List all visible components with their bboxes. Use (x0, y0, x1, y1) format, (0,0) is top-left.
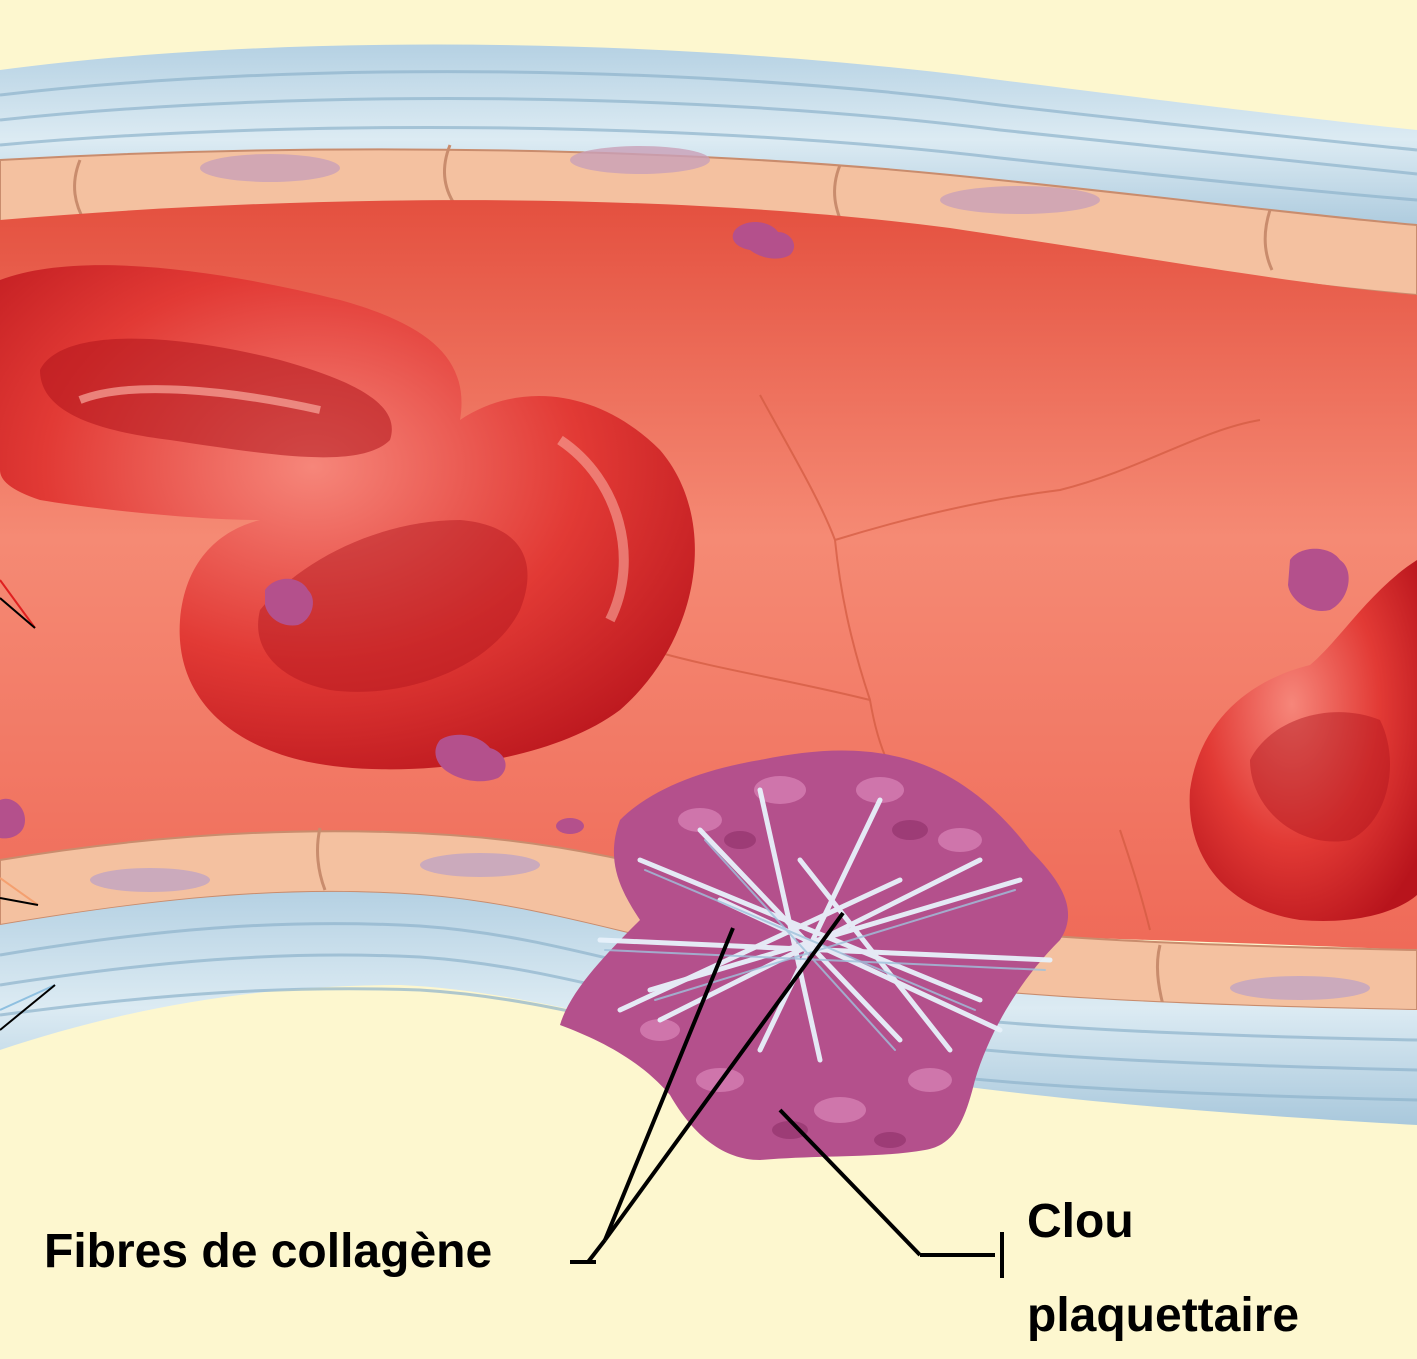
label-platelet-plug-line1: Clou (1027, 1198, 1134, 1246)
label-collagen-fibers: Fibres de collagène (44, 1228, 492, 1276)
label-platelet-plug-line2: plaquettaire (1027, 1292, 1299, 1340)
